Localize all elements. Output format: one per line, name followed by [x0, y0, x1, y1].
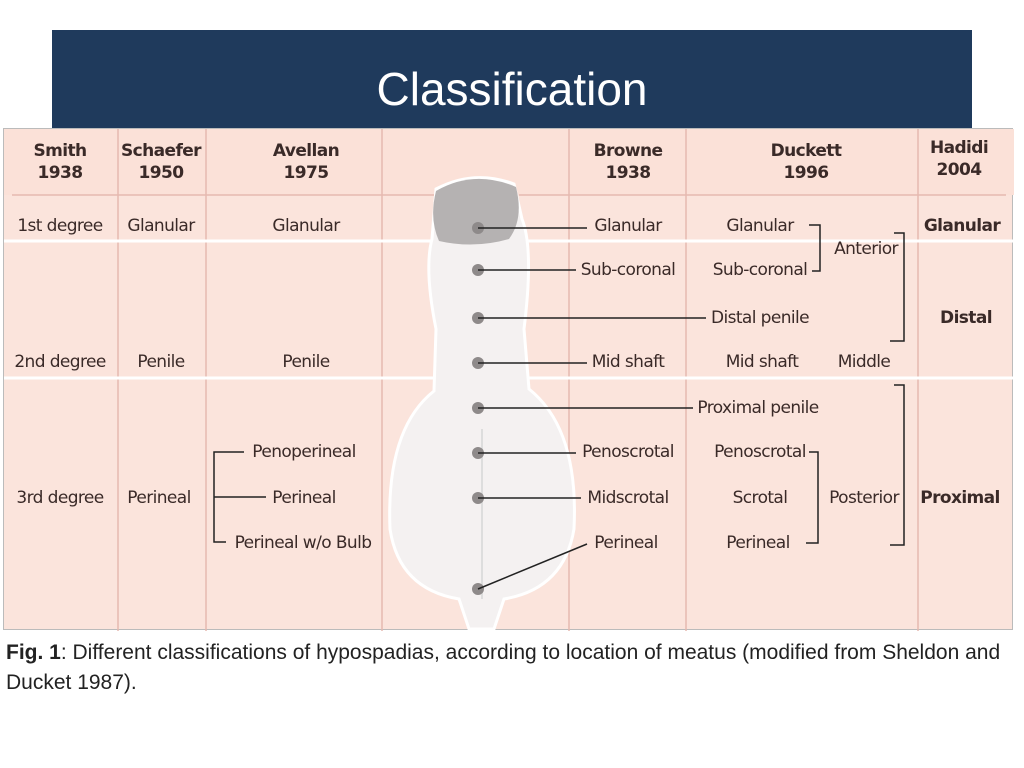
duckett-7: Scrotal	[732, 488, 788, 508]
schaefer-3: Perineal	[127, 488, 191, 508]
browne-4: Penoscrotal	[582, 442, 674, 462]
caption-text: : Different classifications of hypospadi…	[6, 641, 1001, 694]
hadidi-3: Proximal	[920, 488, 1000, 508]
duckett-5: Proximal penile	[697, 398, 819, 418]
browne-2: Sub-coronal	[580, 260, 676, 280]
browne-3: Mid shaft	[591, 352, 665, 372]
schaefer-2: Penile	[137, 352, 185, 372]
duckett-8: Perineal	[726, 533, 790, 553]
duckett-2: Sub-coronal	[712, 260, 808, 280]
smith-1: 1st degree	[17, 216, 103, 236]
duckett-3: Distal penile	[710, 308, 810, 328]
slide-title: Classification	[376, 63, 648, 115]
figure-caption: Fig. 1: Different classifications of hyp…	[6, 638, 1016, 698]
avellan-1: Glanular	[272, 216, 340, 236]
duckett-6: Penoscrotal	[714, 442, 806, 462]
hadidi-1: Glanular	[923, 216, 1001, 236]
duckett-4: Mid shaft	[725, 352, 799, 372]
avellan-5: Perineal w/o Bulb	[234, 533, 372, 553]
duckett-group-posterior: Posterior	[829, 488, 899, 508]
browne-1: Glanular	[594, 216, 662, 236]
avellan-2: Penile	[282, 352, 330, 372]
duckett-group-anterior: Anterior	[834, 239, 898, 259]
diagram-lines	[4, 129, 1014, 631]
smith-2: 2nd degree	[14, 352, 106, 372]
smith-3: 3rd degree	[16, 488, 104, 508]
avellan-4: Perineal	[272, 488, 336, 508]
schaefer-1: Glanular	[127, 216, 195, 236]
hadidi-2: Distal	[940, 308, 992, 328]
avellan-3: Penoperineal	[252, 442, 356, 462]
duckett-1: Glanular	[726, 216, 794, 236]
browne-5: Midscrotal	[587, 488, 669, 508]
caption-label: Fig. 1	[6, 641, 61, 664]
duckett-group-middle: Middle	[837, 352, 891, 372]
title-bar	[52, 30, 972, 128]
browne-6: Perineal	[594, 533, 658, 553]
